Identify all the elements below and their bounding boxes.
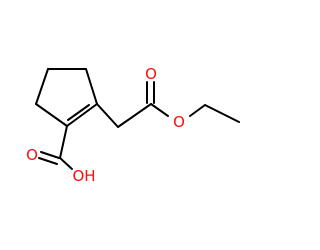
ester-ether-oxygen-label: O <box>173 113 185 131</box>
ring-bond-c4-c5 <box>35 103 68 127</box>
ring-bond-c3-c4 <box>66 103 98 127</box>
ring-double-bond-c3-c4-inner <box>67 104 90 121</box>
bond-acid-carbon-to-oh <box>59 157 73 170</box>
acid-carbonyl-bond-a <box>40 151 60 159</box>
bond-ester-carbon-to-ether-o <box>150 103 169 117</box>
ring-bond-c2-c3 <box>85 68 98 105</box>
bond-ring-to-ch2 <box>96 103 119 128</box>
bond-ch2-to-ch3 <box>204 104 240 123</box>
acid-carbonyl-oxygen-label: O <box>26 146 38 164</box>
ring-bond-c5-c1 <box>35 68 49 105</box>
bond-ether-o-to-ch2 <box>189 104 206 117</box>
acid-carbonyl-bond-b <box>38 157 58 165</box>
bond-ring-to-acid-carbon <box>59 125 68 159</box>
acid-hydroxyl-label: OH <box>72 167 95 185</box>
ester-carbonyl-oxygen-label: O <box>145 65 157 83</box>
structure-canvas: O O O OH <box>26 65 240 185</box>
bond-ch2-to-ester-carbon <box>117 103 152 128</box>
chemical-structure-diagram: O O O OH <box>26 65 240 185</box>
